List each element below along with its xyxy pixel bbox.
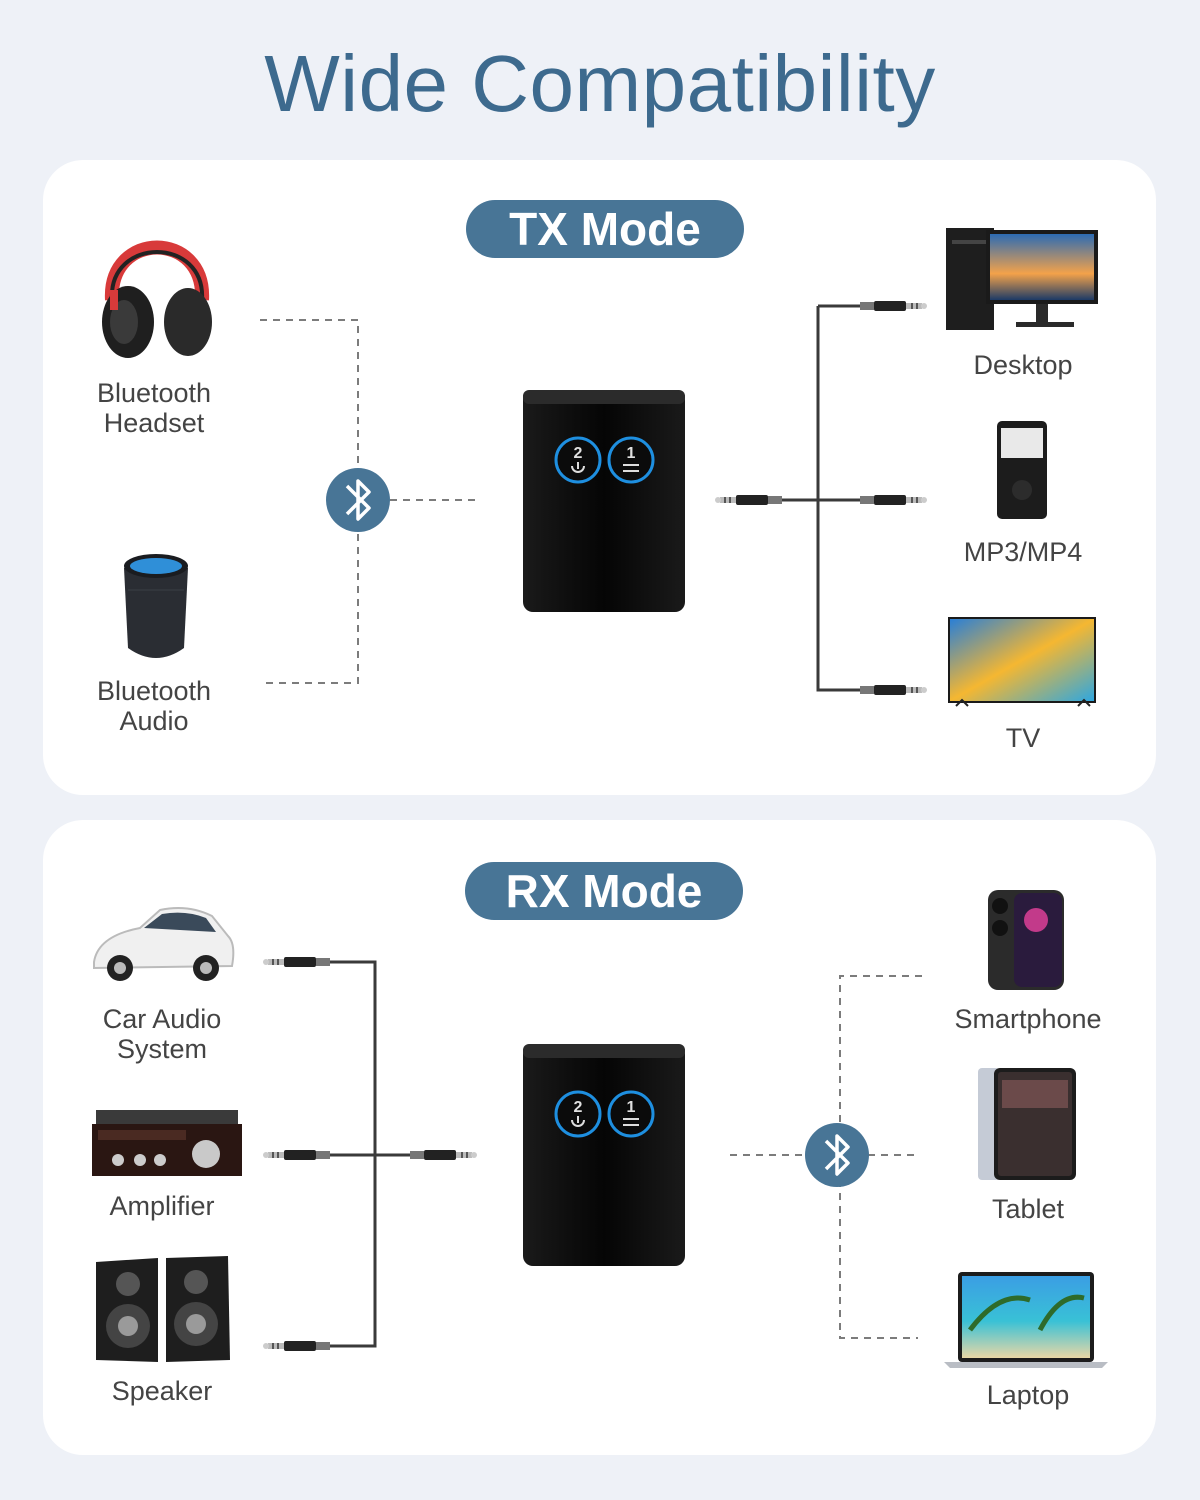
- tv-label: TV: [1005, 723, 1041, 753]
- car-icon: [93, 907, 235, 981]
- tablet-label: Tablet: [991, 1194, 1065, 1224]
- tablet-icon: [978, 1068, 1076, 1180]
- amplifier-label: Amplifier: [109, 1191, 215, 1221]
- bluetooth-headset-label: Bluetooth Headset: [96, 378, 212, 438]
- svg-text:1: 1: [627, 1099, 636, 1116]
- bluetooth-icon: [805, 1123, 869, 1187]
- svg-text:1: 1: [627, 445, 636, 462]
- rx-mode-badge: RX Mode: [465, 862, 743, 920]
- smartphone-icon: [988, 890, 1064, 990]
- amplifier-icon: [92, 1110, 242, 1176]
- car-audio-system-label: Car Audio System: [102, 1004, 222, 1064]
- adapter-icon: 2 1: [523, 390, 685, 612]
- bluetooth-icon: [326, 468, 390, 532]
- laptop-label: Laptop: [986, 1380, 1070, 1410]
- headphones-icon: [102, 240, 212, 358]
- bluetooth-audio-label: Bluetooth Audio: [96, 676, 212, 736]
- mp3-player-icon: [997, 421, 1047, 519]
- svg-text:2: 2: [574, 1099, 583, 1116]
- tv-icon: [948, 617, 1096, 707]
- page-title: Wide Compatibility: [264, 39, 936, 128]
- smart-speaker-icon: [124, 554, 188, 658]
- svg-text:2: 2: [574, 445, 583, 462]
- audio-cable-icon: [715, 301, 927, 695]
- laptop-icon: [944, 1272, 1108, 1368]
- smartphone-label: Smartphone: [954, 1004, 1102, 1034]
- audio-cable-icon: [263, 957, 477, 1351]
- desktop-label: Desktop: [973, 350, 1073, 380]
- tx-mode-badge: TX Mode: [466, 200, 744, 258]
- speaker-label: Speaker: [111, 1376, 213, 1406]
- mp3-mp4-label: MP3/MP4: [963, 537, 1083, 567]
- desktop-icon: [946, 228, 1098, 330]
- speakers-icon: [96, 1256, 230, 1362]
- adapter-icon: 2 1: [523, 1044, 685, 1266]
